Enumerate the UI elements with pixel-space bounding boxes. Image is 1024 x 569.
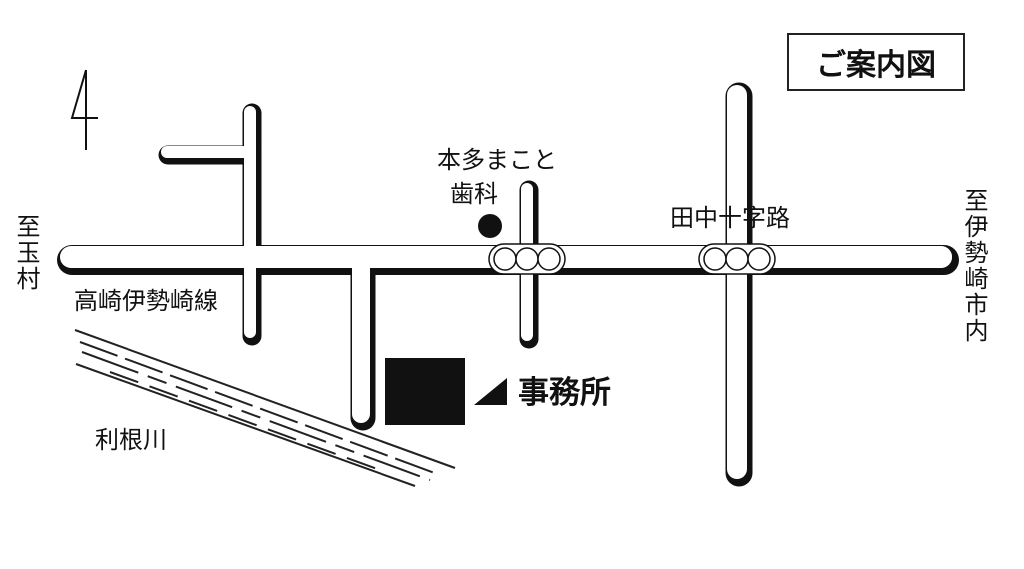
pointer-triangle-icon — [474, 378, 507, 405]
north-arrow-icon — [70, 69, 98, 150]
dentist-marker-icon — [478, 214, 502, 238]
traffic-signal-icon — [488, 243, 566, 275]
label-to-isesaki: 至伊勢崎市内 — [960, 188, 988, 344]
office-marker-icon — [385, 358, 465, 425]
label-to-tamamura: 至玉村 — [12, 214, 40, 292]
label-office: 事務所 — [518, 375, 611, 411]
river — [74, 329, 456, 487]
label-intersection: 田中十字路 — [670, 204, 790, 232]
label-dentist-line2: 歯科 — [450, 180, 498, 208]
map-title: ご案内図 — [787, 33, 965, 91]
label-river: 利根川 — [95, 426, 167, 454]
traffic-signal-icon — [698, 243, 776, 275]
label-road-name: 高崎伊勢崎線 — [74, 287, 218, 315]
label-dentist-line1: 本多まこと — [437, 146, 557, 174]
